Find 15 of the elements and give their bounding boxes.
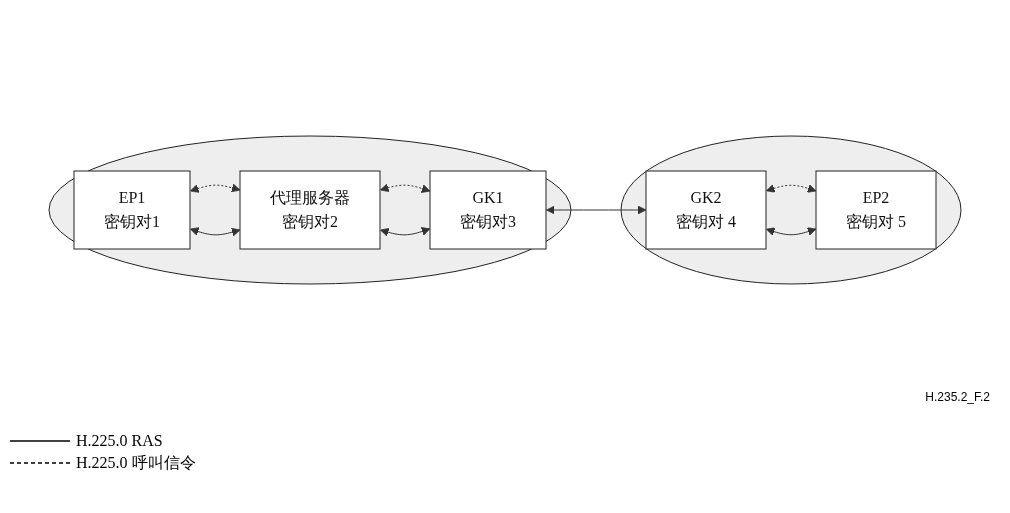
node-box: GK1 密钥对3 xyxy=(429,170,547,250)
node-box: EP2 密钥对 5 xyxy=(815,170,937,250)
figure-code: H.235.2_F.2 xyxy=(925,390,990,404)
node-box: GK2 密钥对 4 xyxy=(645,170,767,250)
node-box: 代理服务器 密钥对2 xyxy=(239,170,381,250)
arrow xyxy=(546,205,647,215)
arrow xyxy=(766,227,817,236)
arrow xyxy=(190,227,241,237)
legend-text: H.225.0 RAS xyxy=(76,432,163,450)
arrow xyxy=(380,227,431,237)
node-box: EP1 密钥对1 xyxy=(73,170,191,250)
arrow xyxy=(380,183,431,193)
arrow xyxy=(190,183,241,193)
arrow xyxy=(766,184,817,193)
legend-text: H.225.0 呼叫信令 xyxy=(76,452,196,473)
